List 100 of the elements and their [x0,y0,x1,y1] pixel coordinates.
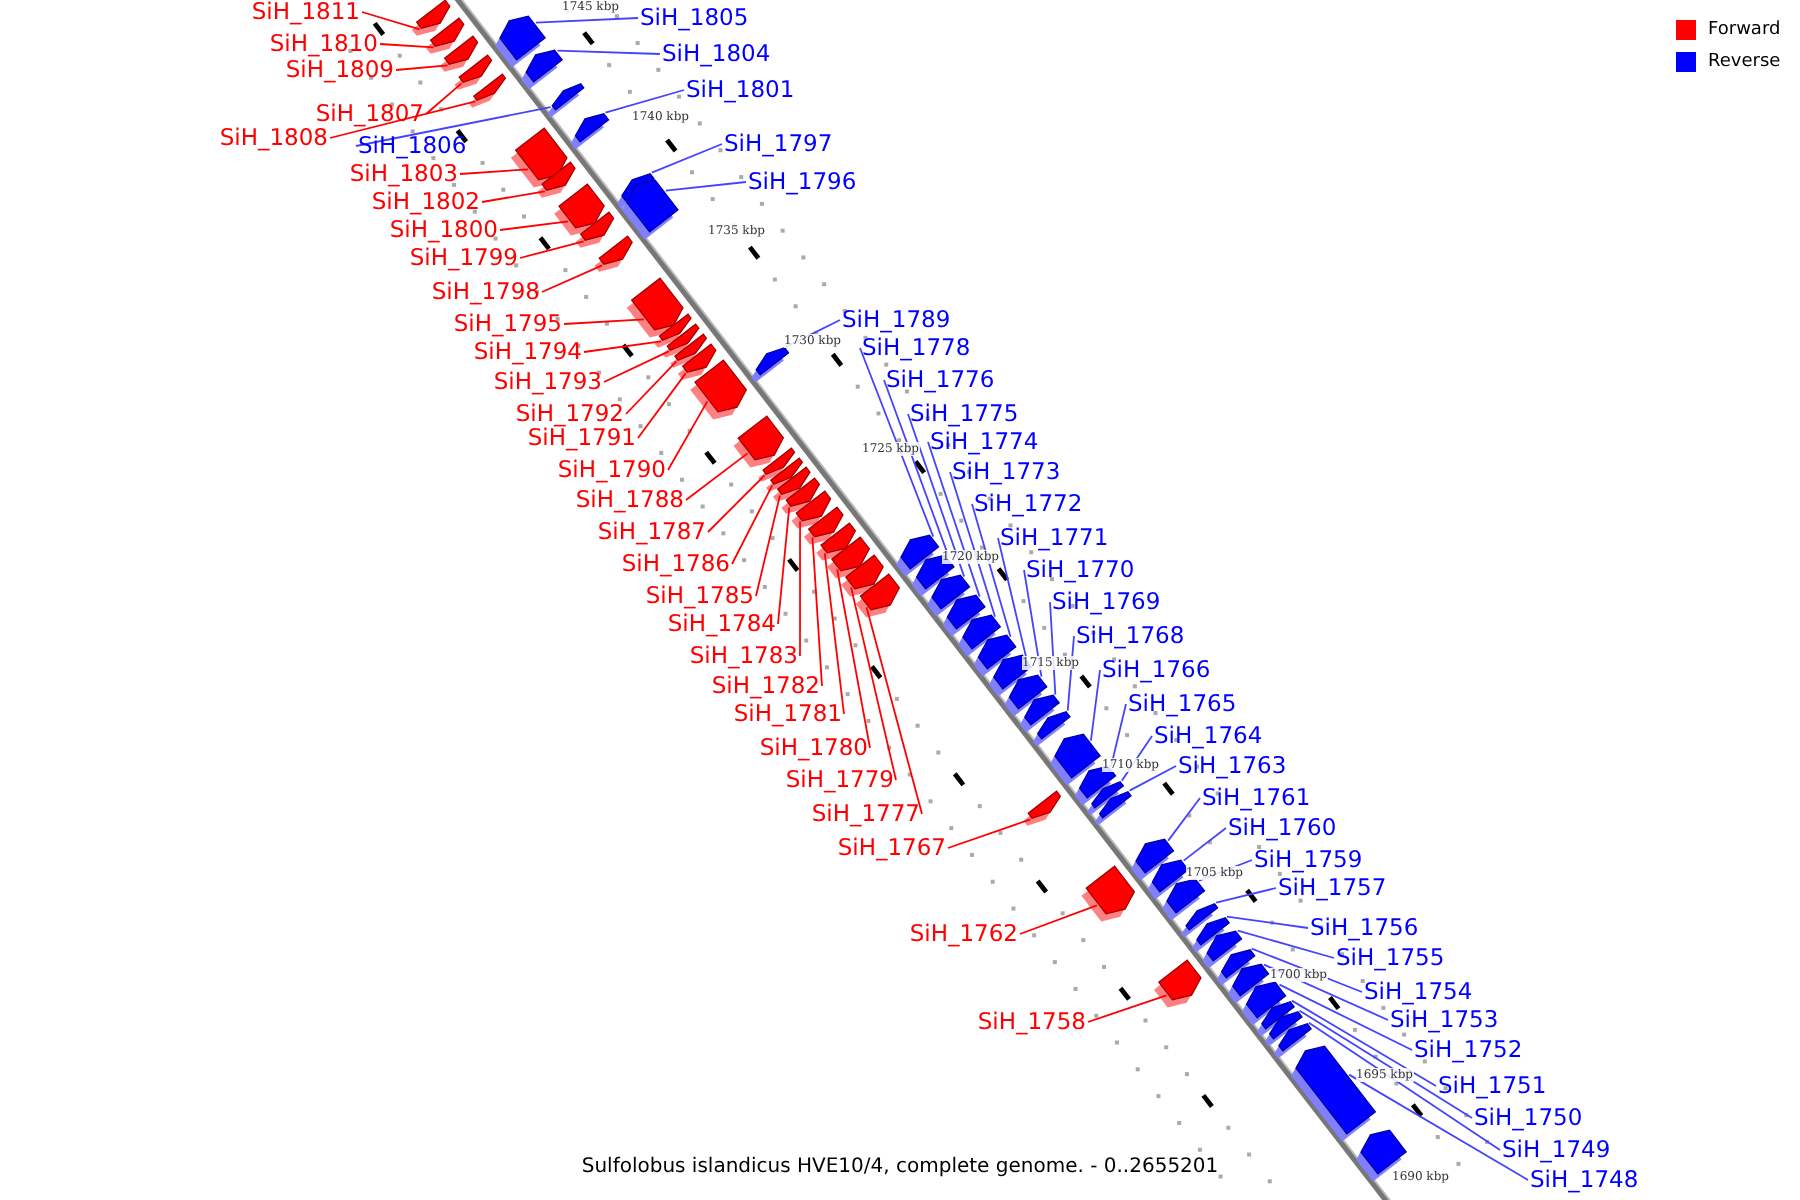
gene-label: SiH_1752 [1414,1037,1523,1063]
leader-line [499,220,570,231]
leader-line [1182,827,1227,862]
leader-line [379,43,435,49]
gene-block [454,54,493,90]
gene-label: SiH_1750 [1474,1105,1583,1131]
gene-label: SiH_1801 [686,77,795,103]
gene-label: SiH_1749 [1502,1137,1611,1163]
leader-line [731,484,774,565]
leader-line [777,506,791,625]
gene-label: SiH_1758 [977,1009,1086,1035]
leader-line [425,82,463,115]
leader-line [519,240,585,259]
leader-line [583,340,662,353]
leader-line [604,89,685,114]
gene-block [570,113,610,150]
leader-line [1167,797,1201,842]
gene-label: SiH_1782 [711,673,820,699]
legend-label: Reverse [1708,52,1781,72]
gene-block [1081,865,1136,922]
gene-label: SiH_1807 [315,101,424,127]
gene-label: SiH_1791 [527,425,636,451]
gene-block [1023,790,1062,826]
gene-block [521,49,564,90]
gene-label: SiH_1811 [251,0,360,25]
gene-block [575,211,615,248]
gene-label: SiH_1798 [431,279,540,305]
leader-line [1215,887,1277,904]
leader-line [947,818,1032,849]
gene-label: SiH_1802 [371,189,480,215]
gene-label: SiH_1771 [1000,525,1109,551]
gene-label: SiH_1751 [1438,1073,1547,1099]
leader-line [625,360,678,415]
gene-label: SiH_1766 [1102,657,1211,683]
gene-block [547,83,585,118]
gene-label: SiH_1760 [1228,815,1337,841]
gene-block [733,415,785,468]
leader-line [329,100,477,139]
gene-label: SiH_1781 [733,701,842,727]
leader-line [1278,983,1413,1051]
leader-line [755,494,781,597]
caption: Sulfolobus islandicus HVE10/4, complete genome. - 0..2655201 [581,1156,1219,1178]
leader-line [1090,669,1101,742]
gene-label: SiH_1787 [597,519,706,545]
leader-line [667,400,709,471]
gene-block [855,573,901,618]
gene-block [621,179,679,240]
leader-line [664,181,747,192]
gene-label: SiH_1784 [667,611,776,637]
gene-label: SiH_1765 [1128,691,1237,717]
gene-label: SiH_1748 [1530,1167,1639,1193]
gene-label: SiH_1790 [557,457,666,483]
gene-block [594,235,633,272]
gene-label: SiH_1754 [1364,979,1473,1005]
leader-line [859,347,935,538]
gene-label: SiH_1769 [1052,589,1161,615]
gene-label: SiH_1764 [1154,723,1263,749]
leader-line [355,106,552,147]
leader-line [1226,915,1309,929]
leader-line [603,350,670,383]
leader-line [361,11,421,31]
leader-line [927,441,981,598]
gene-label: SiH_1809 [285,57,394,83]
leader-line [1087,994,1168,1023]
gene-label: SiH_1761 [1202,785,1311,811]
leader-line [395,64,449,71]
gene-label: SiH_1794 [473,339,582,365]
leader-line [707,474,766,533]
gene-block [690,359,748,420]
gene-label: SiH_1757 [1278,875,1387,901]
leader-line [799,520,801,657]
gene-block [469,73,507,108]
leader-line [1291,999,1437,1087]
gene-label: SiH_1777 [811,801,920,827]
gene-label: SiH_1795 [453,311,562,337]
gene-label: SiH_1755 [1336,945,1445,971]
leader-line [823,552,845,715]
gene-label: SiH_1775 [910,401,1019,427]
leader-line [637,372,687,439]
leader-line [1128,765,1177,792]
gene-label: SiH_1776 [886,367,995,393]
leader-line [459,168,529,175]
gene-label: SiH_1762 [909,921,1018,947]
gene-label: SiH_1796 [748,169,857,195]
gene-label: SiH_1793 [493,369,602,395]
gene-label: SiH_1786 [621,551,730,577]
leader-line [997,537,1027,658]
gene-label: SiH_1756 [1310,915,1419,941]
gene-block [439,35,479,72]
leader-line [1348,1073,1529,1181]
leader-line [541,264,604,293]
gene-label: SiH_1780 [759,735,868,761]
gene-label: SiH_1768 [1076,623,1185,649]
gene-label: SiH_1759 [1254,847,1363,873]
gene-label: SiH_1774 [930,429,1039,455]
gene-label: SiH_1803 [349,161,458,187]
gene-label: SiH_1763 [1178,753,1287,779]
gene-label: SiH_1772 [974,491,1083,517]
leader-line [907,413,966,578]
gene-label: SiH_1785 [645,583,754,609]
